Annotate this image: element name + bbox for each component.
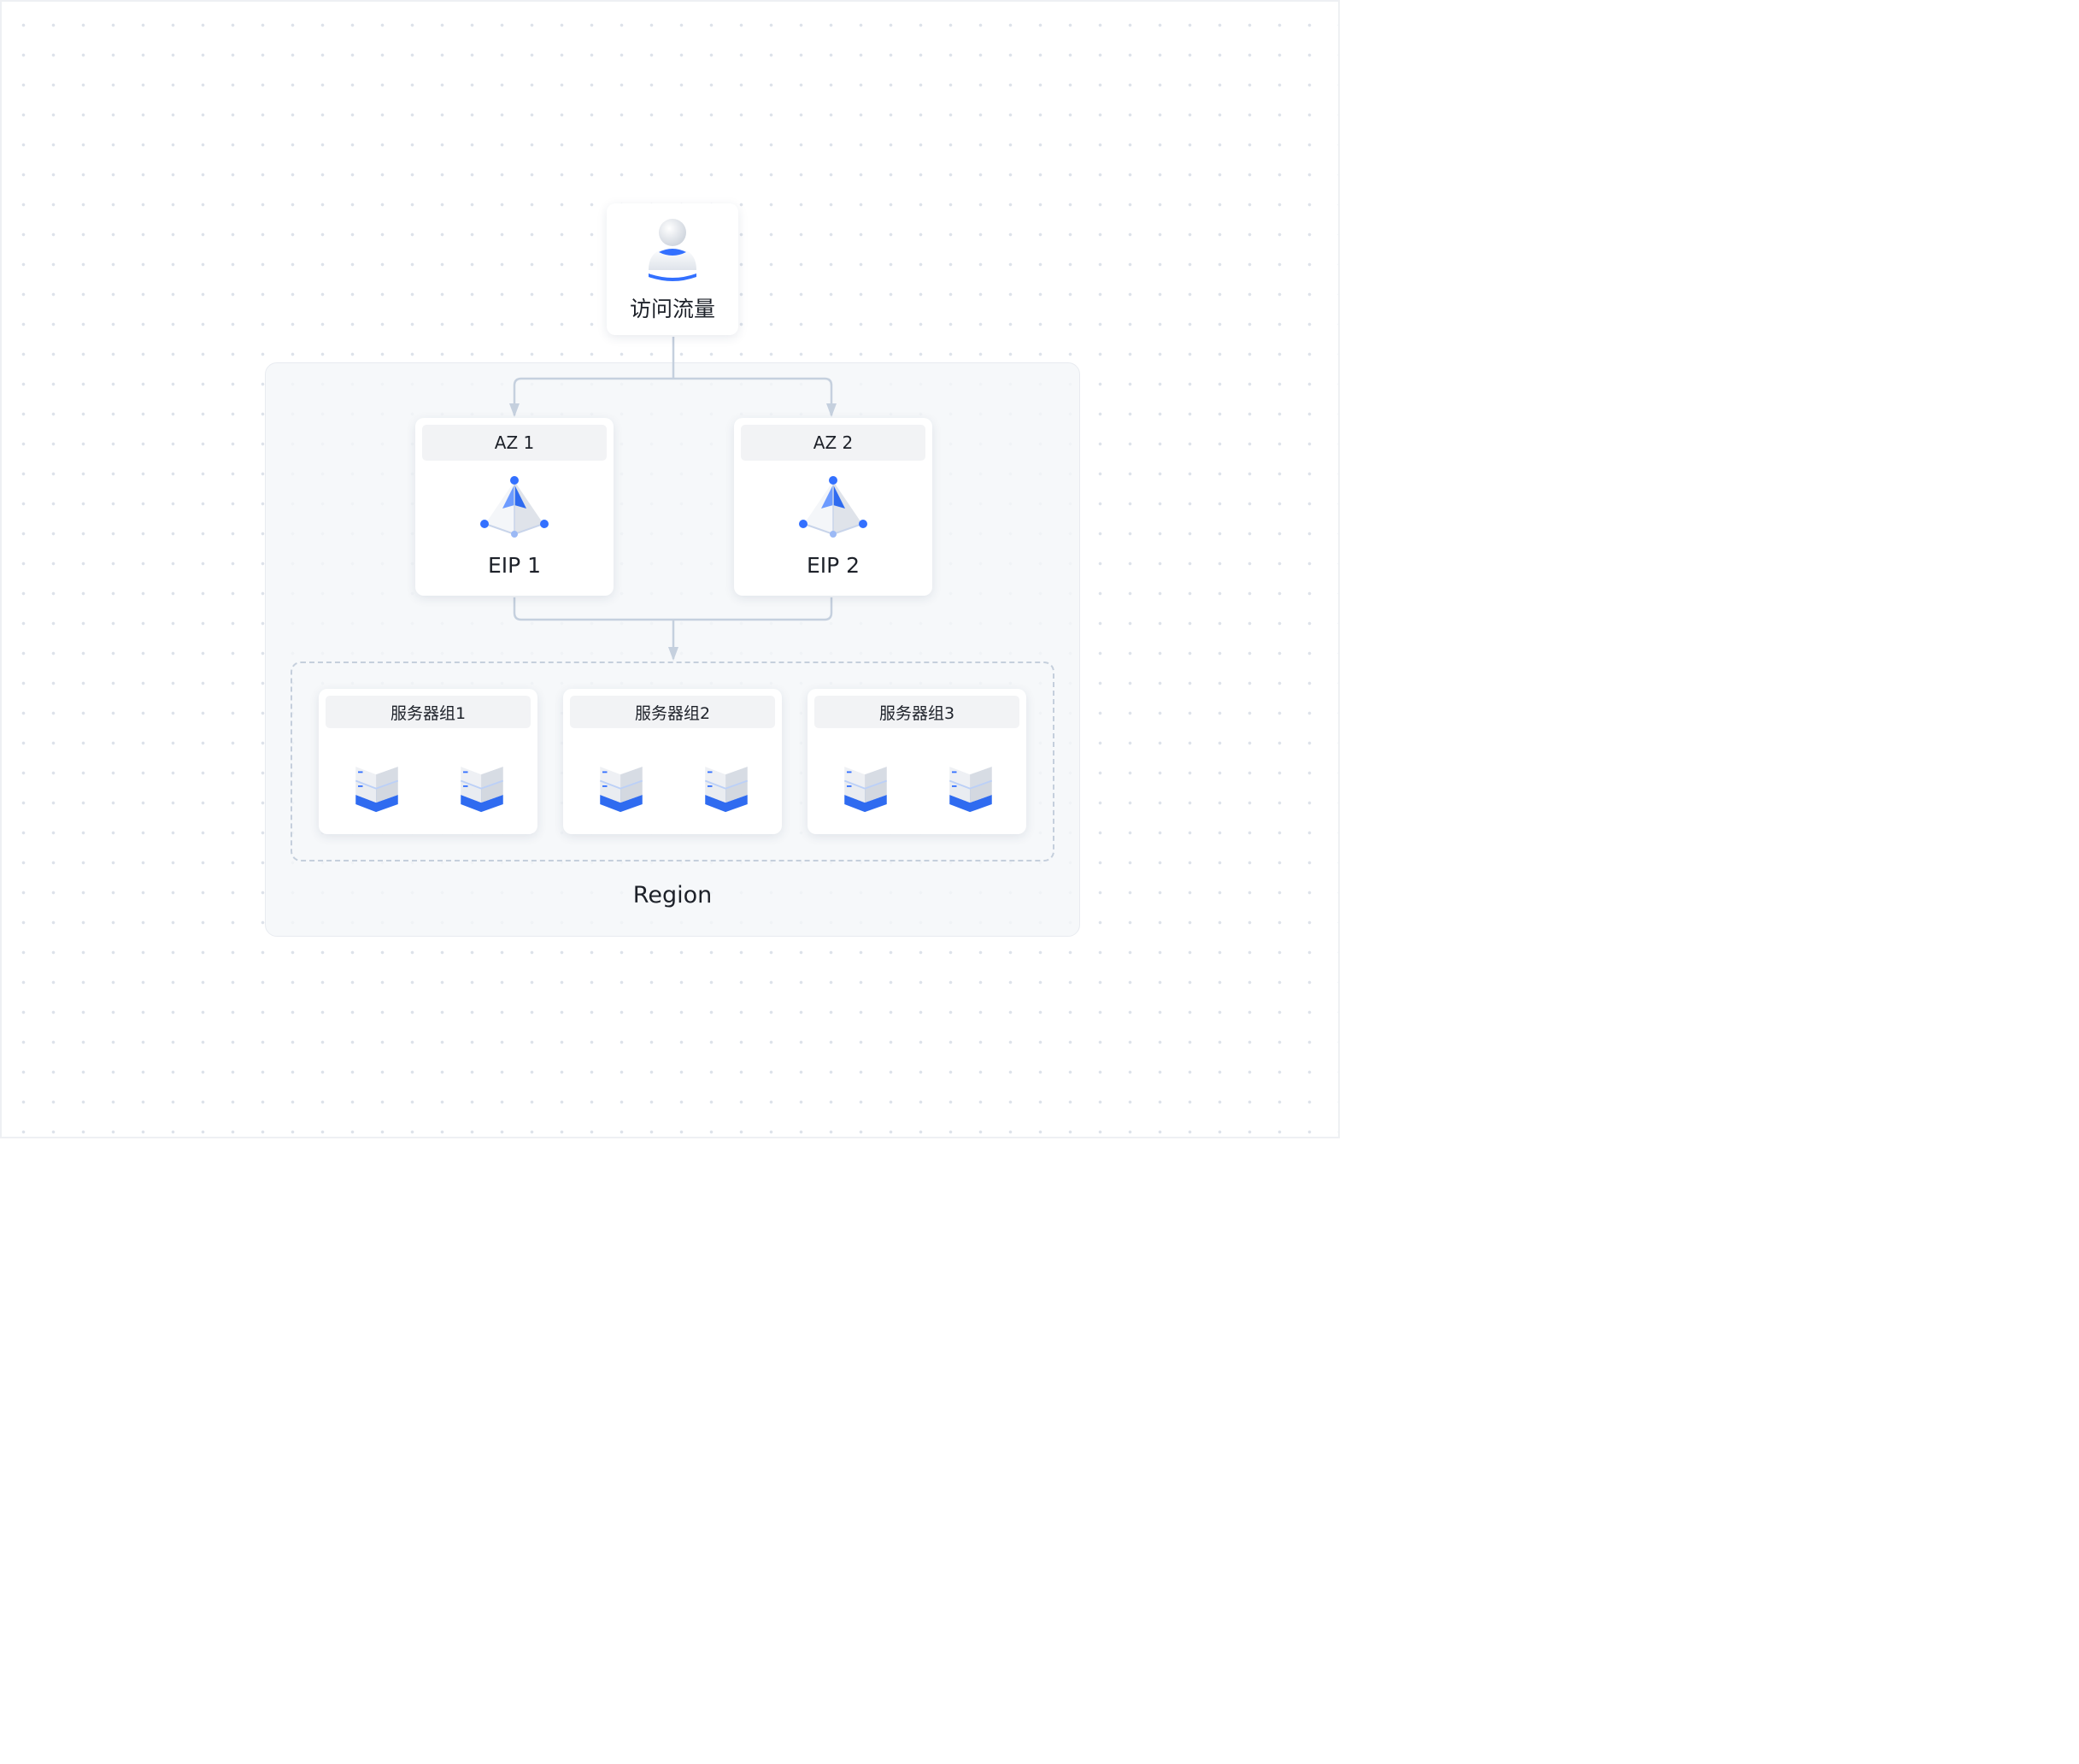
connector-to-az1 — [509, 377, 673, 417]
server-group-card-2: 服务器组2 — [563, 689, 782, 834]
az-card-1: AZ 1 EIP 1 — [415, 418, 614, 596]
access-traffic-card: 访问流量 — [607, 203, 738, 335]
server-icon — [704, 757, 749, 814]
connector-lines — [509, 337, 837, 661]
server-group-card-1: 服务器组1 — [319, 689, 537, 834]
access-traffic-label: 访问流量 — [629, 297, 715, 321]
server-icon — [355, 757, 399, 814]
server-icon — [460, 757, 504, 814]
server-icon — [843, 757, 888, 814]
az-card-2: AZ 2 EIP 2 — [734, 418, 932, 596]
server-group-header-2: 服务器组2 — [570, 696, 775, 728]
server-group-header-3: 服务器组3 — [814, 696, 1019, 728]
server-group-card-3: 服务器组3 — [808, 689, 1026, 834]
server-group-zone — [291, 662, 1054, 861]
server-group-header-1: 服务器组1 — [326, 696, 531, 728]
server-icon — [948, 757, 993, 814]
server-icon — [599, 757, 643, 814]
user-icon — [649, 219, 696, 281]
az-header-2: AZ 2 — [741, 425, 925, 461]
eip-pyramid-icon — [799, 476, 867, 538]
region-label: Region — [632, 882, 713, 908]
eip-pyramid-icon — [480, 476, 549, 538]
eip-label-1: EIP 1 — [487, 553, 542, 578]
diagram-canvas: Region — [0, 0, 1340, 1138]
eip-label-2: EIP 2 — [806, 553, 860, 578]
az-header-1: AZ 1 — [422, 425, 607, 461]
connector-az2-down — [673, 597, 833, 621]
connector-to-az2 — [673, 377, 837, 417]
connector-az1-down — [513, 597, 673, 621]
